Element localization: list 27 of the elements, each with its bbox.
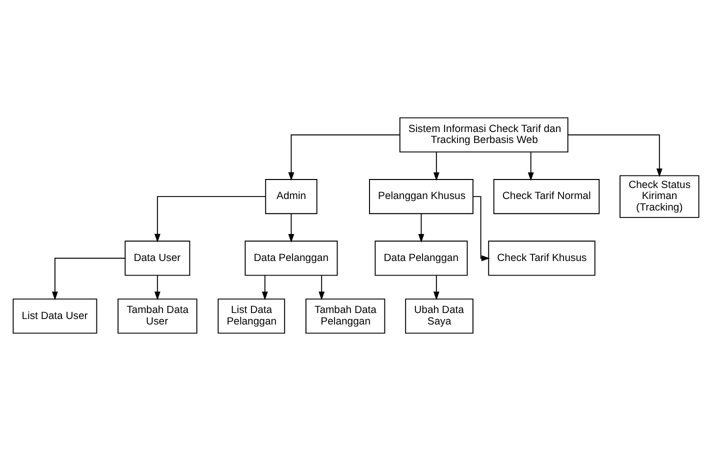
node-box: Data Pelanggan [244,240,338,276]
node-box: Check Tarif Normal [493,178,600,214]
arrow [418,212,424,242]
node-box: Sistem Informasi Check Tarif dan Tracking Berbasis Web [399,116,568,152]
node-box: Tambah Data User [118,298,198,334]
arrow [52,257,126,300]
node-box: List Data Pelanggan [218,298,286,334]
arrow [433,151,440,180]
node-box: Check Status Kiriman (Tracking) [620,174,700,218]
node-box: Data Pelanggan [374,240,468,276]
arrow [528,151,534,180]
arrow [154,274,160,300]
node-box: Data User [124,240,190,276]
arrow [262,274,268,300]
arrow [154,196,266,242]
node-box: List Data User [12,298,98,334]
node-box: Check Tarif Khusus [488,240,596,276]
arrow [472,196,490,261]
arrow [288,134,400,180]
arrow [288,212,294,242]
arrow [318,274,325,300]
node-box: Tambah Data Pelanggan [305,298,386,334]
node-box: Ubah Data Saya [405,298,474,334]
arrow [568,134,662,177]
arrow [433,274,440,300]
node-box: Admin [265,178,318,214]
node-box: Pelanggan Khusus [369,178,474,214]
